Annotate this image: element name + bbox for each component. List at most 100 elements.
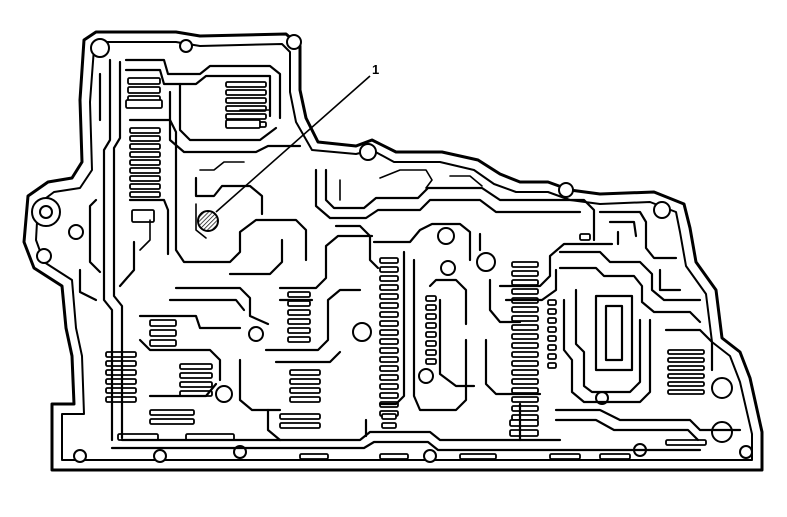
valve-bore-slot xyxy=(511,369,539,376)
callout-leader-line xyxy=(215,75,371,213)
valve-bore-slot xyxy=(289,396,321,403)
valve-bore-slot xyxy=(665,439,707,446)
valve-bore-slot xyxy=(667,365,705,371)
valve-bore-slot xyxy=(379,453,409,460)
valve-bore-slot xyxy=(459,453,497,460)
valve-bore-slot xyxy=(129,151,161,158)
valve-bore-slot xyxy=(509,419,539,427)
valve-bore-slot xyxy=(667,389,705,395)
valve-bore-slot xyxy=(379,329,399,336)
valve-bore-slot xyxy=(225,81,267,88)
valve-bore-slot xyxy=(131,209,155,223)
valve-bore-slot xyxy=(579,233,591,241)
valve-bore-slot xyxy=(179,381,213,388)
valve-bore-slot xyxy=(547,299,557,306)
valve-bore-slot xyxy=(511,405,539,412)
valve-bore-slot xyxy=(511,288,539,295)
valve-bore-slot xyxy=(547,326,557,333)
valve-bore-slot xyxy=(549,453,581,460)
valve-bore-slot xyxy=(225,119,261,129)
valve-bore-slot xyxy=(547,362,557,369)
valve-bore-slot xyxy=(127,86,161,94)
valve-bore-slot xyxy=(379,257,399,264)
valve-bore-slot xyxy=(149,418,195,425)
valve-bore-slot xyxy=(511,342,539,349)
plate-outline xyxy=(22,30,764,472)
valve-bore-slot xyxy=(511,279,539,286)
valve-bore-slot xyxy=(125,99,163,109)
valve-bore-slot xyxy=(547,335,557,342)
valve-bore-slot xyxy=(129,143,161,150)
valve-bore-slot xyxy=(149,319,177,327)
valve-bore-slot xyxy=(425,358,437,365)
valve-bore-slot xyxy=(509,429,539,437)
valve-bore-slot xyxy=(129,127,161,134)
valve-bore-slot xyxy=(547,308,557,315)
valve-bore-slot xyxy=(379,284,399,291)
valve-bore-slot xyxy=(299,453,329,460)
valve-bore-slot xyxy=(287,318,311,325)
valve-bore-slot xyxy=(379,365,399,372)
valve-bore-slot xyxy=(547,344,557,351)
valve-bore-slot xyxy=(667,373,705,379)
valve-bore-slot xyxy=(129,135,161,142)
valve-bore-slot xyxy=(225,113,267,120)
valve-bore-slot xyxy=(425,295,437,302)
valve-bore-slot xyxy=(127,77,161,85)
plate-inner-outline xyxy=(35,41,753,461)
valve-bore-slot xyxy=(511,387,539,394)
valve-bore-slot xyxy=(425,313,437,320)
valve-bore-slot xyxy=(129,183,161,190)
valve-bore-slot xyxy=(511,270,539,277)
valve-bore-slot xyxy=(379,383,399,390)
valve-bore-slot xyxy=(379,311,399,318)
valve-bore-slot xyxy=(129,175,161,182)
valve-bore-slot xyxy=(511,306,539,313)
valve-bore-slot xyxy=(379,266,399,273)
valve-bore-slot xyxy=(289,369,321,376)
valve-bore-slot xyxy=(511,324,539,331)
valve-bore-slot xyxy=(425,322,437,329)
valve-bore-slot xyxy=(547,353,557,360)
valve-bore-slot xyxy=(149,409,195,416)
valve-bore-slot xyxy=(287,291,311,298)
valve-bore-slot xyxy=(287,327,311,334)
valve-bore-slot xyxy=(425,331,437,338)
valve-bore-slot xyxy=(129,191,161,198)
valve-bore-slot xyxy=(129,159,161,166)
valve-bore-slot xyxy=(225,97,267,104)
valve-bore-slot xyxy=(511,261,539,268)
valve-bore-slot xyxy=(129,167,161,174)
valve-bore-slot xyxy=(289,387,321,394)
valve-bore-slot xyxy=(379,338,399,345)
valve-bore-slot xyxy=(511,360,539,367)
fluid-passages xyxy=(78,58,742,452)
valve-bore-slot xyxy=(381,413,397,420)
valve-bore-slot xyxy=(379,374,399,381)
valve-bore-slot xyxy=(379,392,399,399)
valve-bore-slot xyxy=(511,396,539,403)
valve-bore-slot xyxy=(511,315,539,322)
valve-bore-slot xyxy=(511,333,539,340)
valve-bore-slot xyxy=(279,413,321,420)
valve-bore-slot xyxy=(667,349,705,355)
valve-bore-slot xyxy=(149,329,177,337)
valve-bore-slot xyxy=(599,453,631,460)
valve-bore-slot xyxy=(179,372,213,379)
valve-bore-slot xyxy=(379,302,399,309)
valve-bore-slot xyxy=(511,378,539,385)
valve-bore-slot xyxy=(379,320,399,327)
valve-bore-slot xyxy=(287,309,311,316)
valve-bore-slot xyxy=(667,381,705,387)
valve-bore-slot xyxy=(379,275,399,282)
valve-bore-slot xyxy=(287,336,311,343)
valve-bore-slot xyxy=(225,89,267,96)
bolt-holes xyxy=(31,34,753,463)
valve-bore-slot xyxy=(547,317,557,324)
valve-bore-slot xyxy=(379,347,399,354)
callout-label-1: 1 xyxy=(372,62,379,77)
valve-bore-slots xyxy=(105,77,707,460)
valve-bore-slot xyxy=(667,357,705,363)
